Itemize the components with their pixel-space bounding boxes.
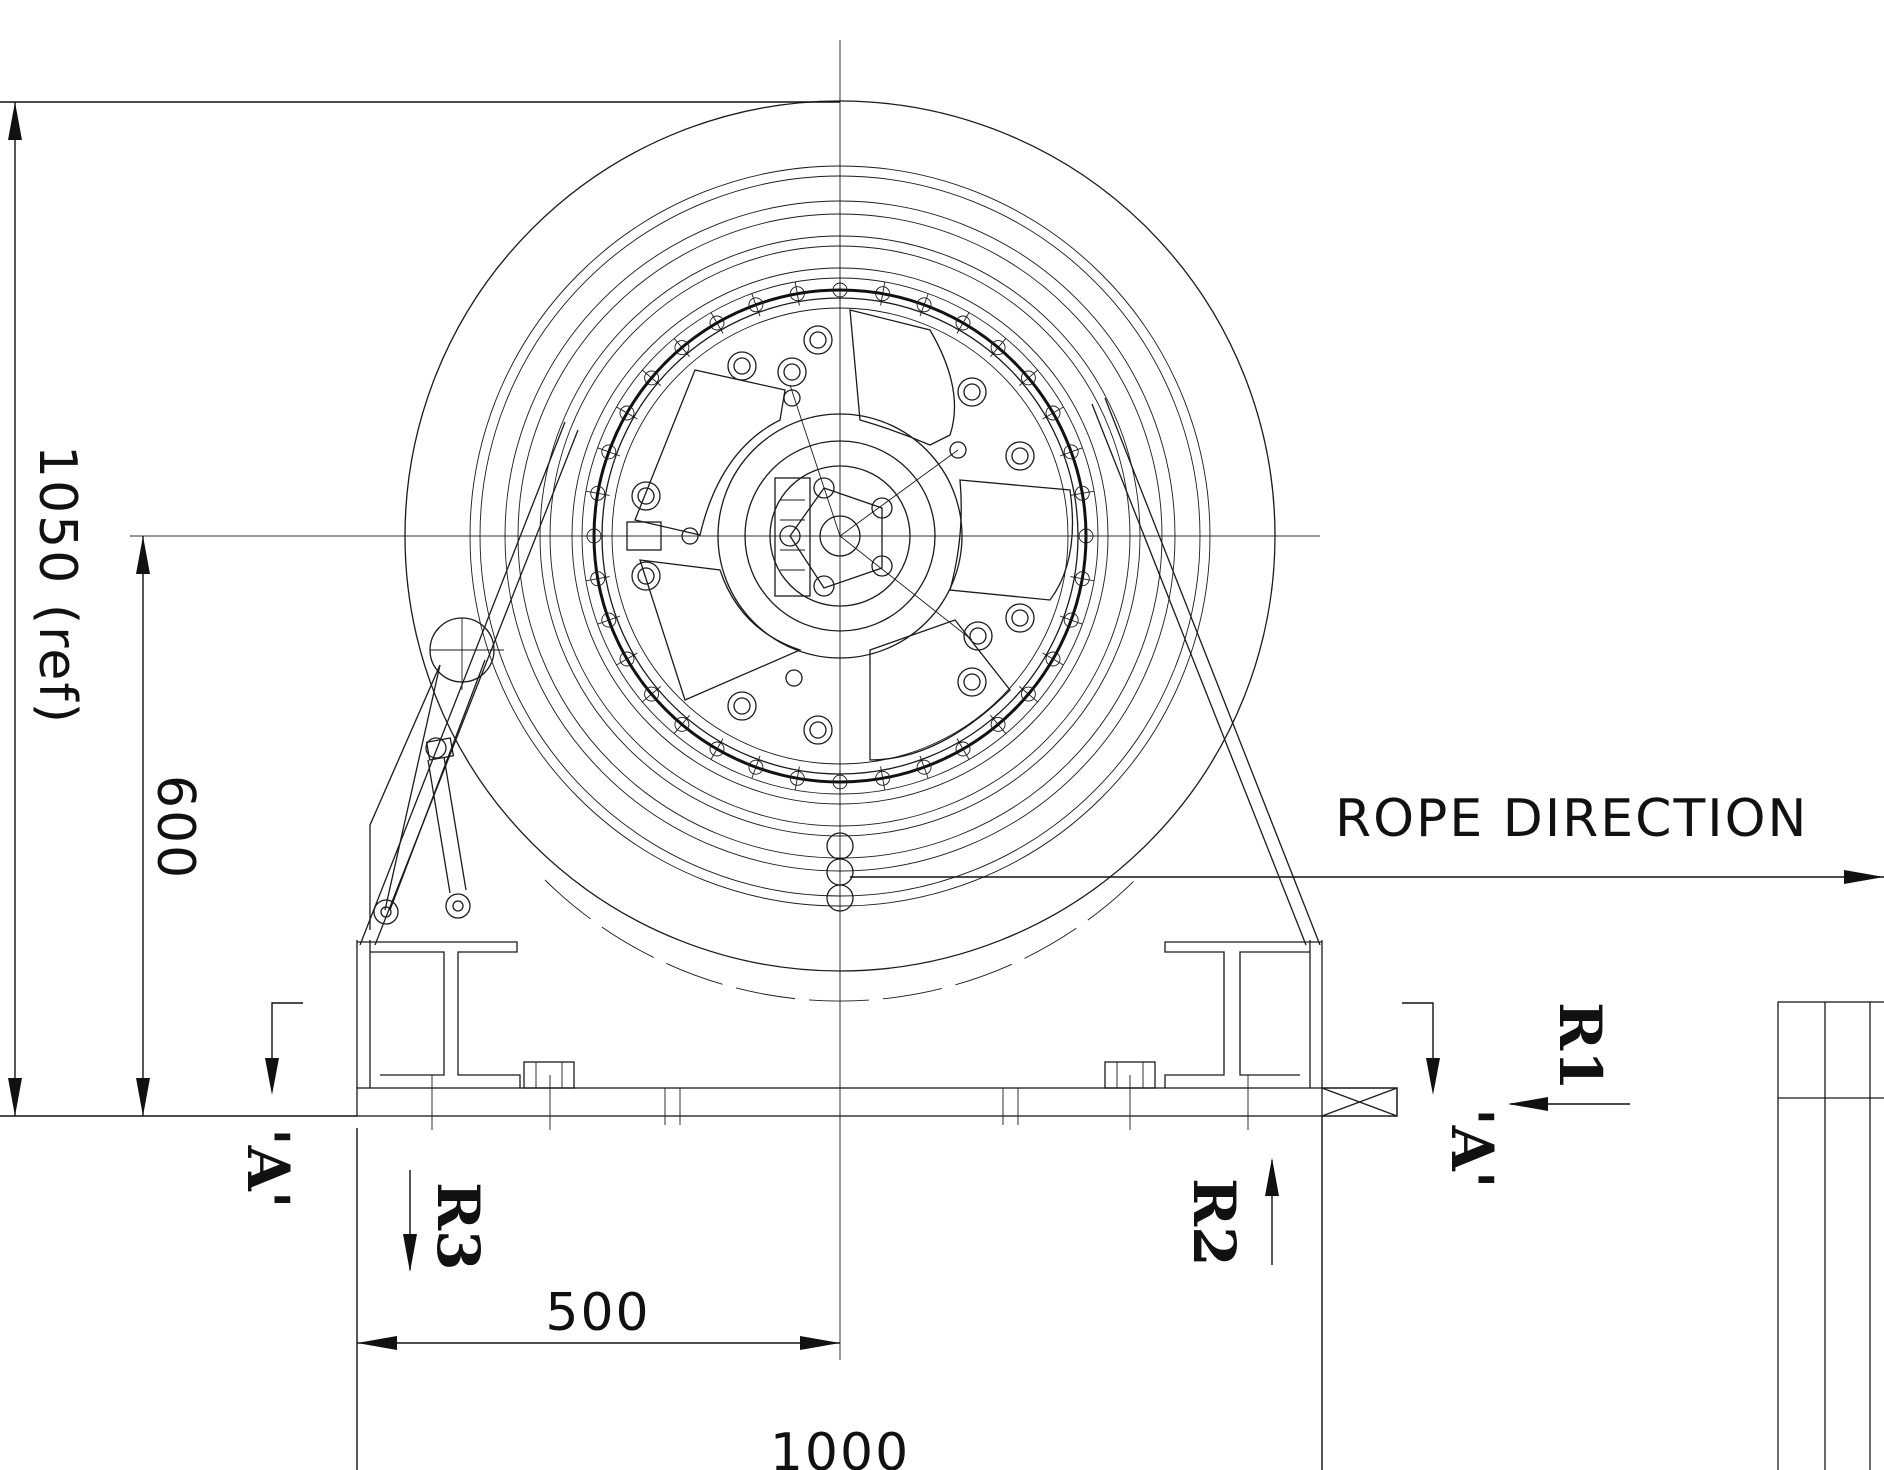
ring-notch xyxy=(955,315,971,331)
ring-notch xyxy=(990,340,1006,356)
ring-notch xyxy=(1020,686,1036,702)
bolt-holes xyxy=(626,325,1035,745)
ring-notch xyxy=(916,297,932,313)
ring-notch xyxy=(644,370,660,386)
ring-notch xyxy=(748,297,764,313)
ring-notch-tick xyxy=(616,406,638,420)
ring-notch-tick xyxy=(990,338,1007,357)
ring-notch-tick xyxy=(585,490,610,496)
rope-lines xyxy=(359,397,1321,946)
section-a-right-label: 'A' xyxy=(1438,1108,1506,1189)
ring-notch-tick xyxy=(880,766,886,791)
dim-half-width: 500 xyxy=(545,1283,650,1343)
rope-direction-label: ROPE DIRECTION xyxy=(1335,789,1808,849)
ring-notch-tick xyxy=(1042,652,1064,666)
dim-total-height: 1050 (ref) xyxy=(27,445,87,725)
spoke-windows xyxy=(634,309,1074,761)
ring-notch xyxy=(1045,651,1061,667)
ring-notch-tick xyxy=(751,293,761,317)
ring-notch xyxy=(955,741,971,757)
ring-notch xyxy=(1074,571,1090,587)
ring-notch-tick xyxy=(1070,490,1095,496)
ring-notch-tick xyxy=(1059,615,1083,625)
ring-notch xyxy=(674,340,690,356)
ring-notch xyxy=(875,770,891,786)
ring-notch xyxy=(601,612,617,628)
reaction-r1-label: R1 xyxy=(1546,1002,1614,1091)
center-lines xyxy=(130,40,1320,1360)
dimension-lines xyxy=(0,101,1884,1470)
ring-notch-tick xyxy=(710,738,724,760)
ring-notch xyxy=(916,759,932,775)
ring-notch-tick xyxy=(1042,406,1064,420)
ring-notch xyxy=(619,405,635,421)
ring-notch-tick xyxy=(1059,447,1083,457)
section-a-left-label: 'A' xyxy=(234,1128,302,1209)
ring-notch-tick xyxy=(794,281,800,306)
ring-notch xyxy=(709,315,725,331)
ring-notch xyxy=(601,444,617,460)
ring-notch-tick xyxy=(642,686,661,703)
ring-notch xyxy=(1063,612,1079,628)
reaction-r2-label: R2 xyxy=(1180,1178,1248,1267)
ring-notch-tick xyxy=(956,312,970,334)
ring-notch-tick xyxy=(1070,576,1095,582)
peripheral-notches xyxy=(582,278,1098,794)
ring-notch-tick xyxy=(597,447,621,457)
ring-notch-tick xyxy=(673,338,690,357)
ring-notch xyxy=(590,571,606,587)
ring-notch-tick xyxy=(880,281,886,306)
ring-notch-tick xyxy=(919,755,929,779)
ring-notch xyxy=(709,741,725,757)
ring-notch-tick xyxy=(1019,369,1038,386)
ring-notch-tick xyxy=(794,766,800,791)
ring-notch xyxy=(1074,485,1090,501)
pressure-roller-arm xyxy=(369,617,504,930)
reaction-r3-label: R3 xyxy=(424,1182,492,1271)
ring-notch-tick xyxy=(751,755,761,779)
ring-notch xyxy=(789,770,805,786)
ring-notch-tick xyxy=(919,293,929,317)
ring-notch-tick xyxy=(1019,686,1038,703)
ring-notch-tick xyxy=(597,615,621,625)
ring-notch xyxy=(1045,405,1061,421)
dim-axis-height: 600 xyxy=(145,775,205,880)
ring-notch xyxy=(748,759,764,775)
ring-notch-tick xyxy=(673,715,690,734)
ring-notch-tick xyxy=(616,652,638,666)
ring-notch-tick xyxy=(710,312,724,334)
ring-notch xyxy=(644,686,660,702)
ring-notch xyxy=(875,286,891,302)
ring-notch xyxy=(1063,444,1079,460)
ring-notch-tick xyxy=(585,576,610,582)
ring-notch-tick xyxy=(956,738,970,760)
base-frame xyxy=(356,940,1398,1130)
dim-full-width: 1000 xyxy=(770,1423,910,1470)
ring-notch-tick xyxy=(642,369,661,386)
ring-notch xyxy=(674,716,690,732)
ring-notch xyxy=(619,651,635,667)
ring-notch xyxy=(590,485,606,501)
ring-notch xyxy=(789,286,805,302)
ring-notch xyxy=(1020,370,1036,386)
ring-notch-tick xyxy=(990,715,1007,734)
ring-notch xyxy=(990,716,1006,732)
